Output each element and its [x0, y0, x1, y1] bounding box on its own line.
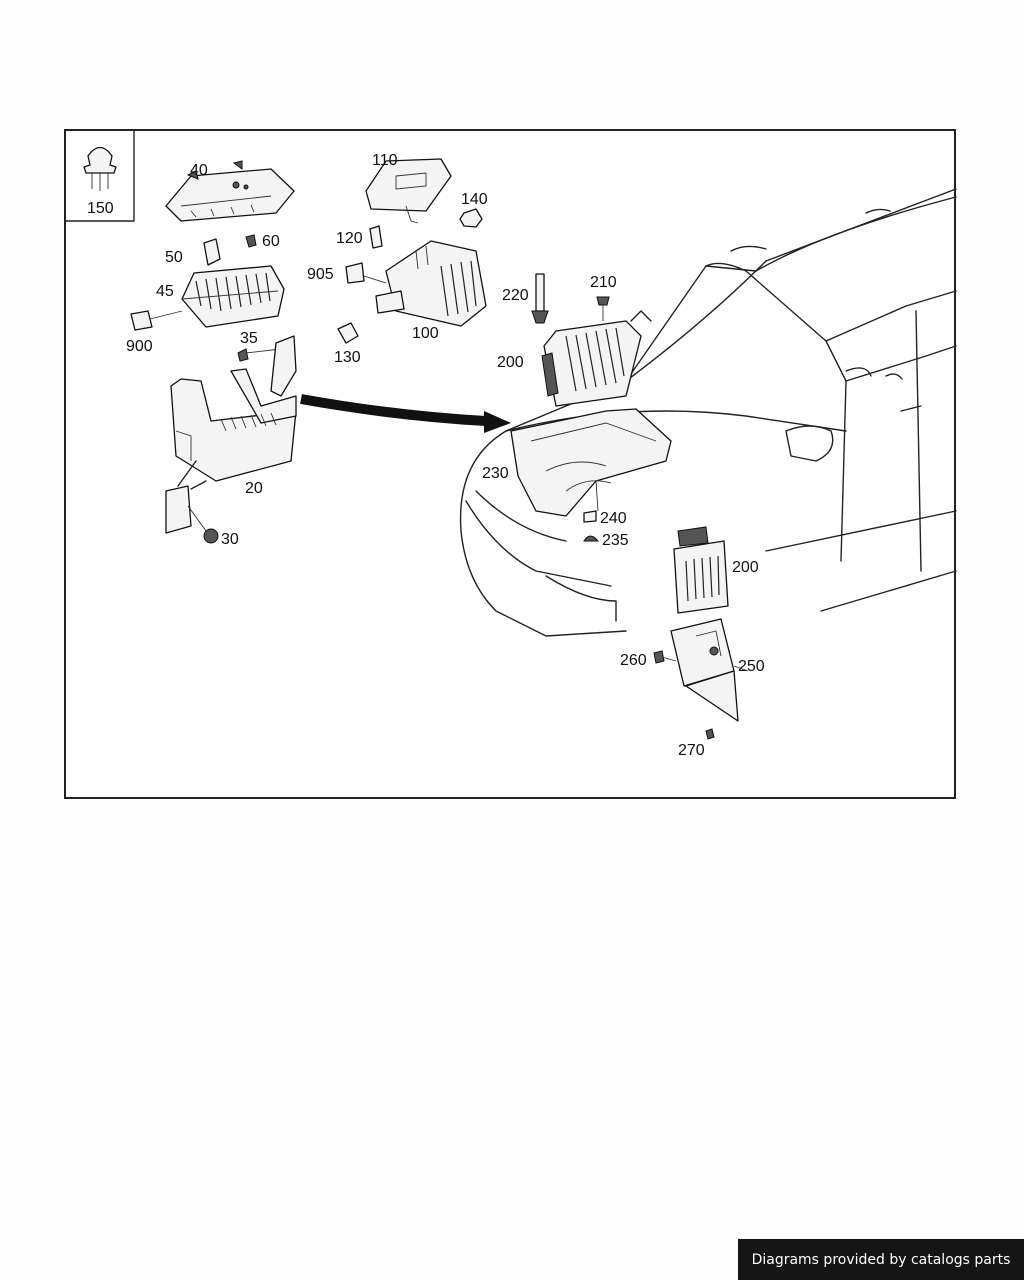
part-label-140: 140 — [461, 191, 488, 208]
part-label-200-upper: 200 — [497, 354, 524, 371]
part-label-270: 270 — [678, 742, 705, 759]
parts-diagram: 150 40 50 — [66, 131, 957, 759]
part-label-235: 235 — [602, 532, 629, 549]
part-60-fuse — [245, 234, 257, 248]
part-900-label-plate — [130, 310, 183, 331]
inset-box-150: 150 — [66, 131, 135, 222]
part-label-20: 20 — [245, 480, 263, 497]
part-label-260: 260 — [620, 652, 647, 669]
clip-part-150 — [83, 146, 117, 174]
part-label-150: 150 — [87, 200, 114, 217]
part-label-210: 210 — [590, 274, 617, 291]
part-label-50: 50 — [165, 249, 183, 266]
part-label-230: 230 — [482, 465, 509, 482]
part-label-240: 240 — [600, 510, 627, 527]
part-label-100: 100 — [412, 325, 439, 342]
part-210-bolt — [596, 296, 610, 321]
part-120-sleeve — [369, 225, 383, 249]
part-230-tray — [510, 408, 672, 517]
part-label-200-lower: 200 — [732, 559, 759, 576]
part-30-nut — [203, 528, 219, 544]
part-200-ecu-top — [541, 320, 642, 407]
part-140-nut — [459, 208, 483, 228]
part-label-60: 60 — [262, 233, 280, 250]
part-label-900: 900 — [126, 338, 153, 355]
part-label-30: 30 — [221, 531, 239, 548]
part-40-cover — [165, 160, 295, 222]
part-130-plug — [337, 322, 359, 344]
part-label-110: 110 — [372, 152, 398, 169]
part-50-relay — [203, 238, 221, 266]
footer-credit-badge: Diagrams provided by catalogs parts — [738, 1239, 1024, 1280]
part-110-cover — [365, 158, 452, 224]
part-20-housing — [165, 335, 297, 534]
part-220-stud — [531, 273, 549, 324]
part-label-45: 45 — [156, 283, 174, 300]
part-270-clip — [705, 728, 715, 740]
parts-diagram-frame: 150 40 50 — [64, 129, 957, 799]
part-235-nut — [583, 535, 600, 542]
part-45-fuse-box — [181, 265, 285, 328]
part-200-ecu-lower — [673, 526, 729, 614]
assembly-arrow — [300, 394, 511, 433]
part-label-120: 120 — [336, 230, 363, 247]
part-100-module — [375, 240, 487, 327]
part-250-bracket — [670, 618, 749, 722]
part-240-clip — [583, 510, 597, 523]
part-label-905: 905 — [307, 266, 334, 283]
part-label-250: 250 — [738, 658, 765, 675]
part-label-40: 40 — [190, 162, 208, 179]
part-label-130: 130 — [334, 349, 361, 366]
part-label-220: 220 — [502, 287, 529, 304]
part-905-label-plate — [345, 262, 387, 284]
part-260-screw — [653, 650, 677, 664]
part-label-35: 35 — [240, 330, 258, 347]
